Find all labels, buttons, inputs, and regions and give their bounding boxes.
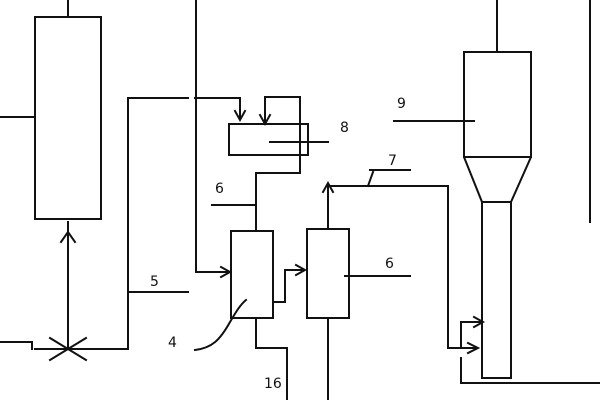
label-9: 9 [397,96,406,112]
label-4-leader [193,298,248,352]
unit-4-to-unit-6-line [272,269,305,303]
label-5: 5 [150,274,159,290]
inlet-line [0,341,33,350]
stream-5-line [127,97,189,350]
unit-6-outlet-arrow [321,180,335,194]
unit-6-vessel [306,228,350,319]
label-6-right: 6 [385,256,394,272]
unit-6-inlet-arrow [294,263,308,277]
unit-9-vessel [463,51,532,379]
unit-8-recycle-line [255,96,301,231]
stream-7-line [327,185,477,349]
unit-8-vessel [228,123,309,156]
label-8: 8 [340,120,349,136]
label-7: 7 [388,153,397,169]
left-column-vessel [34,16,102,220]
stream-7-tick [366,170,375,188]
stream-5-to-unit-8-line [194,97,241,118]
label-4: 4 [168,335,177,351]
label-6-upper: 6 [215,181,224,197]
unit-4-vessel [230,230,274,319]
left-column-feed-arrow [59,230,77,244]
riser-bottom-return-line [460,357,600,384]
top-feed-to-unit-4-line [195,0,230,273]
junction-cross-b [48,336,88,362]
stream-16-line [255,317,288,401]
unit-8-inlet-arrow [258,113,272,127]
label-16: 16 [264,376,282,392]
riser-inlet-arrow-lower [466,341,481,355]
riser-inlet-branch [460,321,483,349]
stream-5-arrow [233,109,247,123]
